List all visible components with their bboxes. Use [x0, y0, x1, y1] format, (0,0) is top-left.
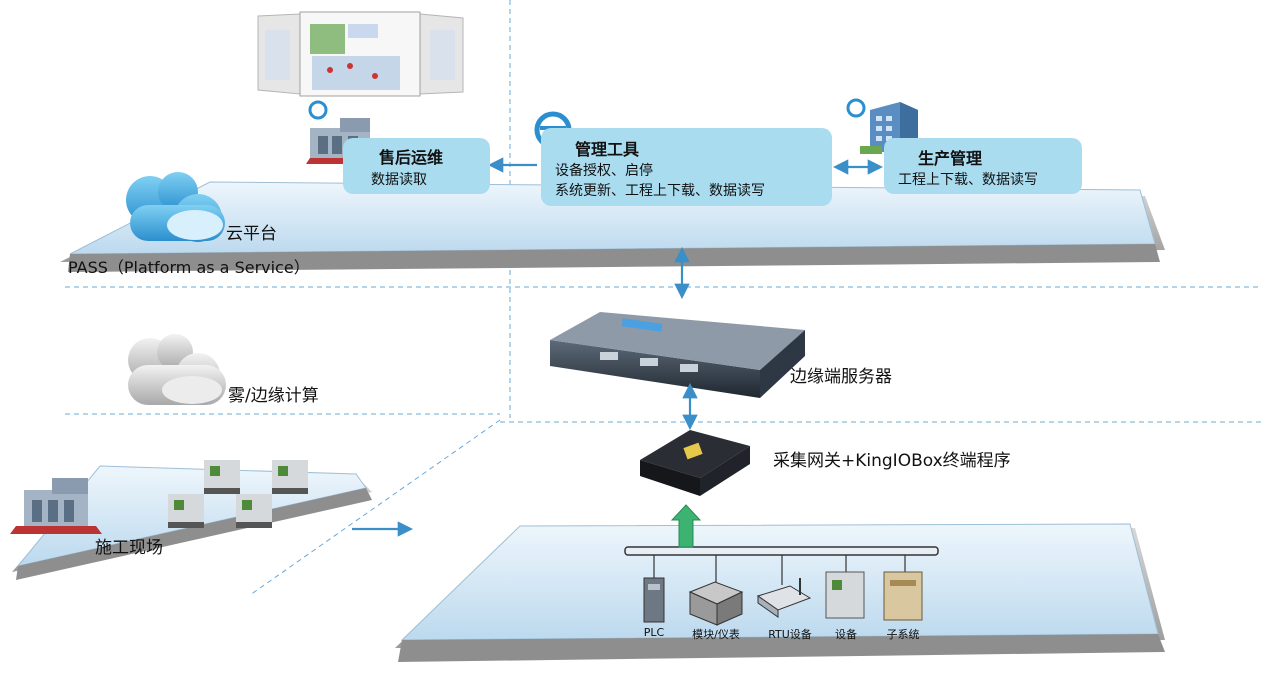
fog-edge-label: 雾/边缘计算 [228, 386, 319, 406]
edge-server-icon [550, 312, 805, 398]
device-label-equipment: 设备 [835, 628, 857, 641]
mgmt-tool-title: 管理工具 [575, 140, 640, 159]
edge-server-label: 边缘端服务器 [790, 367, 892, 387]
after-sales-box: 售后运维 数据读取 [343, 138, 490, 194]
cloud-platform-label: 云平台 [226, 224, 277, 244]
gateway-label: 采集网关+KingIOBox终端程序 [773, 451, 1011, 471]
mgmt-tool-line-1: 设备授权、启停 [555, 163, 653, 179]
cloud-platform-plate [60, 181, 1165, 272]
gateway-icon [640, 430, 750, 496]
upload-arrow [670, 504, 702, 548]
connector-arrows [352, 157, 884, 537]
rtu-icon [756, 578, 812, 618]
device-label-subsystem: 子系统 [886, 628, 920, 641]
production-box: 生产管理 工程上下载、数据读写 [884, 138, 1082, 194]
after-sales-title: 售后运维 [379, 148, 444, 167]
cloud-icon [126, 172, 225, 242]
dashboard-screens-icon [257, 11, 464, 97]
module-icon [688, 581, 744, 626]
device-label-plc: PLC [643, 626, 665, 639]
fog-cloud-icon [128, 334, 226, 405]
plc-icon [643, 577, 665, 623]
production-line-1: 工程上下载、数据读写 [898, 172, 1038, 188]
field-bus [624, 546, 939, 585]
after-sales-line-1: 数据读取 [371, 172, 427, 188]
pass-label: PASS（Platform as a Service） [68, 258, 310, 277]
site-label: 施工现场 [95, 538, 163, 558]
mgmt-tool-line-2: 系统更新、工程上下载、数据读写 [555, 183, 765, 199]
device-label-rtu: RTU设备 [768, 628, 812, 641]
equipment-icon [825, 571, 865, 619]
subsystem-icon [883, 571, 923, 621]
mgmt-tool-box: 管理工具 设备授权、启停 系统更新、工程上下载、数据读写 [541, 128, 832, 206]
site-factory-icon [10, 478, 102, 534]
production-title: 生产管理 [918, 149, 983, 168]
devices-plate [395, 523, 1165, 662]
machine-icons [168, 460, 308, 528]
device-label-module: 模块/仪表 [692, 628, 740, 641]
